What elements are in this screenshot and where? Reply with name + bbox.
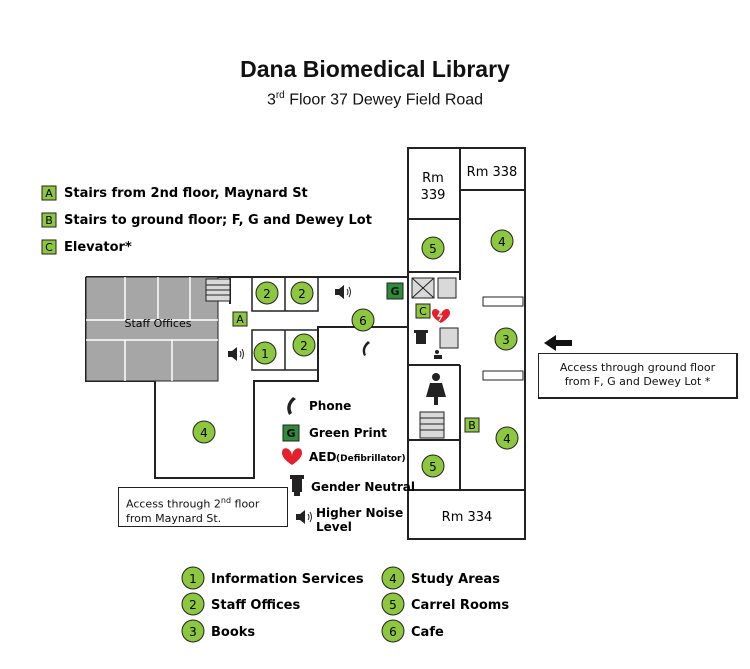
legend-label-gender-neutral: Gender Neutral <box>311 480 415 494</box>
staff-offices-block: Staff Offices <box>85 276 219 382</box>
svg-text:4: 4 <box>200 426 208 440</box>
area-marker: 5 <box>421 454 445 478</box>
noise-level-icon <box>335 285 351 299</box>
accessible-restroom-icon <box>434 350 442 359</box>
aed-icon <box>432 308 450 323</box>
area-legend-label: Books <box>211 625 255 640</box>
gender-neutral-restroom-icon <box>414 330 428 344</box>
svg-text:C: C <box>419 305 427 318</box>
noise-level-icon <box>296 510 312 524</box>
aed-icon <box>282 448 302 465</box>
page-title: Dana Biomedical Library <box>240 56 510 82</box>
area-marker: 2 <box>292 333 316 357</box>
area-marker: 5 <box>421 236 445 260</box>
restroom-person-icon <box>426 373 446 405</box>
ground-floor-access-note: Access through ground floor from F, G an… <box>538 353 738 399</box>
svg-text:3: 3 <box>189 625 197 639</box>
svg-text:3: 3 <box>502 333 510 347</box>
room-label-339: Rm <box>422 171 444 186</box>
area-marker: 2 <box>290 281 314 305</box>
phone-icon <box>287 397 296 415</box>
left-arrow-icon <box>544 335 572 351</box>
area-marker: 4 <box>490 229 514 253</box>
legend-label-phone: Phone <box>309 399 351 413</box>
elevator-c-marker: C <box>415 303 431 319</box>
green-print-icon <box>282 424 300 442</box>
area-marker: 2 <box>255 281 279 305</box>
second-floor-access-note: Access through 2nd floor from Maynard St… <box>118 487 288 527</box>
area-legend-label: Cafe <box>411 625 444 640</box>
svg-text:2: 2 <box>300 339 308 353</box>
legend-label-noise: Level <box>316 520 352 534</box>
svg-text:G: G <box>286 427 295 440</box>
phone-icon <box>362 341 370 356</box>
area-legend-label: Staff Offices <box>211 598 300 613</box>
svg-text:1: 1 <box>189 572 197 586</box>
area-marker: 6 <box>351 308 375 332</box>
svg-text:5: 5 <box>429 242 437 256</box>
area-legend-label: Study Areas <box>411 572 500 587</box>
area-marker: 4 <box>495 426 519 450</box>
elevator-icon <box>411 277 457 299</box>
stairs-b-marker: B <box>464 417 480 433</box>
svg-text:6: 6 <box>359 314 367 328</box>
page-subtitle: 3rd Floor 37 Dewey Field Road <box>266 90 484 109</box>
access-legend-letter: B <box>45 214 53 227</box>
svg-text:6: 6 <box>389 625 397 639</box>
svg-text:B: B <box>468 419 476 432</box>
stairs-icon <box>419 411 445 439</box>
legend-label-aed-sub: (Defibrillator) <box>336 454 406 464</box>
stairs-a-marker: A <box>232 311 248 327</box>
area-legend-label: Carrel Rooms <box>411 598 509 613</box>
gender-neutral-icon <box>290 475 304 496</box>
svg-text:A: A <box>236 313 244 326</box>
stairs-icon <box>205 278 231 302</box>
legend-label-aed: AED <box>309 450 336 464</box>
svg-text:4: 4 <box>503 432 511 446</box>
room-label-staff-offices: Staff Offices <box>125 317 192 330</box>
room-label-339: 339 <box>421 188 446 203</box>
legend-label-green-print: Green Print <box>309 426 387 440</box>
svg-text:5: 5 <box>429 460 437 474</box>
access-legend-letter: A <box>45 187 53 200</box>
bookshelf <box>482 370 524 381</box>
access-legend-text: Stairs to ground floor; F, G and Dewey L… <box>64 213 372 228</box>
room-label-338: Rm 338 <box>467 165 518 180</box>
green-print-marker: G <box>386 282 404 300</box>
symbol-legend: Phone G Green Print AED (Defibrillator) … <box>282 397 415 534</box>
access-legend-letter: C <box>45 241 53 254</box>
area-marker: 4 <box>192 420 216 444</box>
area-legend: 1 Information Services 2 Staff Offices 3… <box>181 566 509 643</box>
bookshelf <box>482 296 524 307</box>
svg-text:4: 4 <box>498 235 506 249</box>
area-marker: 1 <box>253 341 277 365</box>
area-marker: 3 <box>494 327 518 351</box>
access-legend: A Stairs from 2nd floor, Maynard St B St… <box>41 185 372 255</box>
noise-level-icon <box>228 347 244 361</box>
svg-text:2: 2 <box>189 598 197 612</box>
svg-text:4: 4 <box>389 572 397 586</box>
svg-text:1: 1 <box>261 347 269 361</box>
room-label-334: Rm 334 <box>442 510 493 525</box>
area-legend-label: Information Services <box>211 572 364 587</box>
access-legend-text: Stairs from 2nd floor, Maynard St <box>64 186 308 201</box>
svg-text:2: 2 <box>298 287 306 301</box>
svg-text:G: G <box>390 285 399 298</box>
access-legend-text: Elevator* <box>64 240 132 255</box>
legend-label-noise: Higher Noise <box>316 506 403 520</box>
svg-text:2: 2 <box>263 287 271 301</box>
svg-text:5: 5 <box>389 598 397 612</box>
